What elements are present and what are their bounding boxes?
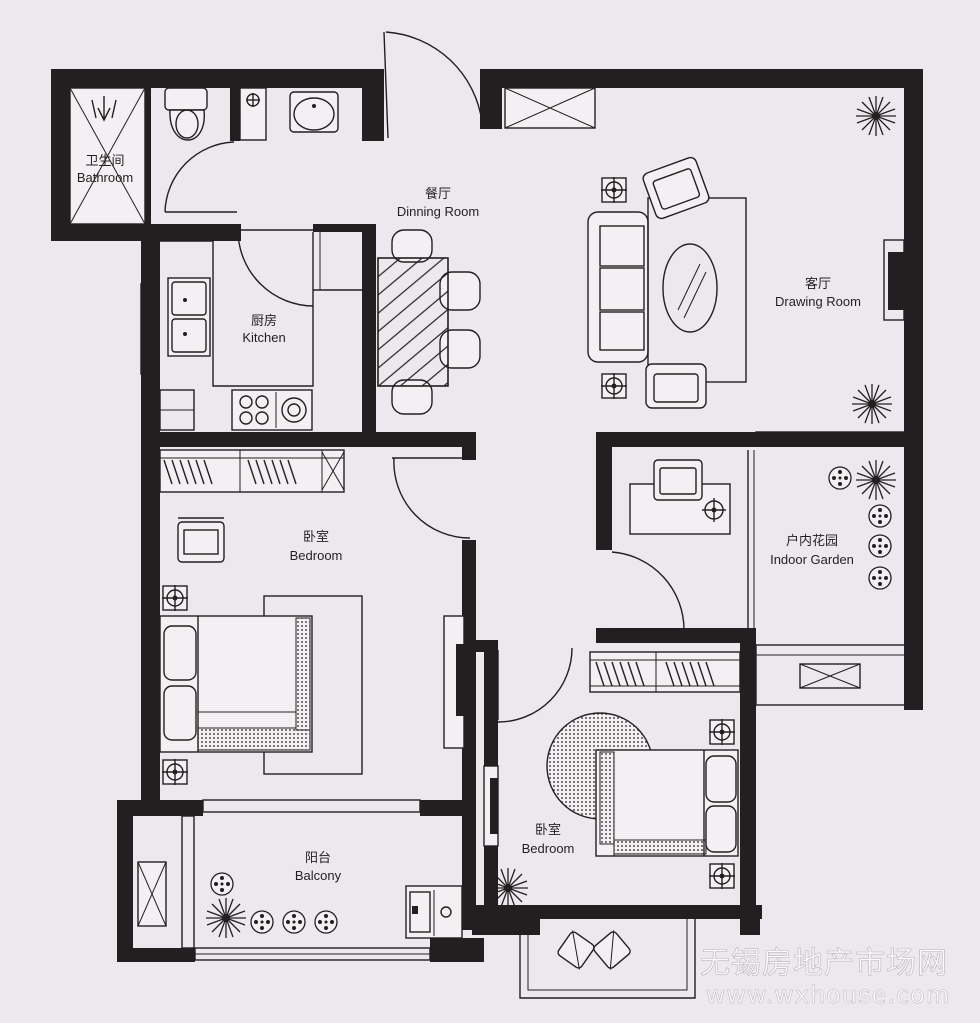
armchair-icon <box>642 156 710 409</box>
washing-machine-icon <box>405 885 463 939</box>
cushion-icon <box>557 930 631 970</box>
bathroom-label-en: Bathroom <box>77 170 133 185</box>
garden-window <box>799 663 861 689</box>
bedroom-main-label-en: Bedroom <box>290 548 343 563</box>
walls <box>51 69 923 962</box>
wardrobe-icon <box>589 651 741 693</box>
balcony-label-cn: 阳台 <box>305 850 331 865</box>
bed-icon <box>595 749 739 857</box>
stove-icon <box>231 389 313 431</box>
windows <box>69 223 907 999</box>
desk-icon <box>177 517 225 563</box>
dining-label-cn: 餐厅 <box>425 186 451 201</box>
balcony-furniture <box>137 861 463 939</box>
plant-icon <box>828 459 897 590</box>
kitchen-label-en: Kitchen <box>242 330 285 345</box>
bathroom-label-cn: 卫生间 <box>85 153 124 168</box>
bedroom-second-label-cn: 卧室 <box>535 822 561 837</box>
bedroom-second-label-en: Bedroom <box>522 841 575 856</box>
sink-icon <box>167 277 211 357</box>
toilet-icon <box>164 87 208 141</box>
garden-label-en: Indoor Garden <box>770 552 854 567</box>
watermark-cn: 无锡房地产市场网 <box>700 946 948 981</box>
bedroom-second-furniture <box>483 651 741 909</box>
bedroom-main-label-cn: 卧室 <box>303 529 329 544</box>
sofa-icon <box>587 211 649 363</box>
kitchen <box>159 232 362 431</box>
bathroom <box>69 87 339 225</box>
watermark-url: www.wxhouse.com <box>706 981 950 1009</box>
shower-icon <box>91 96 117 122</box>
bed-icon <box>159 615 313 753</box>
garden-label-cn: 户内花园 <box>786 533 838 548</box>
sink-icon <box>239 87 339 141</box>
door-swing-icon <box>164 31 755 723</box>
dining-table-icon <box>377 229 481 415</box>
drawing-label-cn: 客厅 <box>805 276 831 291</box>
study-furniture <box>629 459 731 535</box>
kitchen-label-cn: 厨房 <box>251 313 277 328</box>
dining-label-en: Dinning Room <box>397 204 479 219</box>
balcony-label-en: Balcony <box>295 868 342 883</box>
wardrobe-icon <box>159 449 345 493</box>
drawing-label-en: Drawing Room <box>775 294 861 309</box>
bedroom-main-furniture <box>159 449 465 786</box>
drawing-room-furniture <box>504 87 905 425</box>
